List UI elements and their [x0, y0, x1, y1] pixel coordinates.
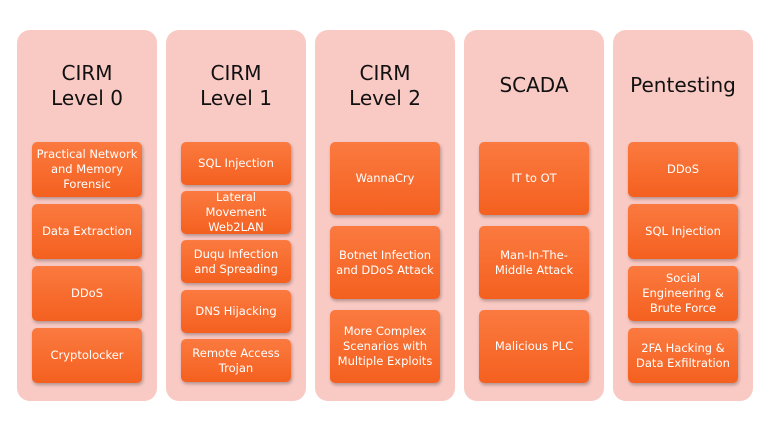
- card: IT to OT: [479, 142, 589, 215]
- card: Lateral Movement Web2LAN: [181, 190, 291, 234]
- card: DDoS: [32, 266, 142, 321]
- card: Malicious PLC: [479, 310, 589, 383]
- column-title: SCADA: [499, 73, 569, 97]
- card: 2FA Hacking & Data Exfiltration: [628, 328, 738, 383]
- column-cirm-level-0: CIRM Level 0 Practical Network and Memor…: [17, 30, 157, 401]
- card: Botnet Infection and DDoS Attack: [330, 226, 440, 299]
- column-cirm-level-2: CIRM Level 2 WannaCry Botnet Infection a…: [315, 30, 455, 401]
- card: Practical Network and Memory Forensic: [32, 142, 142, 197]
- card: SQL Injection: [628, 204, 738, 259]
- column-scada: SCADA IT to OT Man-In-The-Middle Attack …: [464, 30, 604, 401]
- card: Social Engineering & Brute Force: [628, 266, 738, 321]
- card: More Complex Scenarios with Multiple Exp…: [330, 310, 440, 383]
- column-title: CIRM Level 2: [349, 61, 421, 110]
- card: Cryptolocker: [32, 328, 142, 383]
- card: DNS Hijacking: [181, 290, 291, 333]
- column-pentesting: Pentesting DDoS SQL Injection Social Eng…: [613, 30, 753, 401]
- card: Data Extraction: [32, 204, 142, 259]
- column-title: CIRM Level 0: [51, 61, 123, 110]
- card: WannaCry: [330, 142, 440, 215]
- card: Man-In-The-Middle Attack: [479, 226, 589, 299]
- column-title: CIRM Level 1: [200, 61, 272, 110]
- card: Duqu Infection and Spreading: [181, 240, 291, 283]
- card: SQL Injection: [181, 142, 291, 185]
- column-title: Pentesting: [630, 73, 736, 97]
- card: DDoS: [628, 142, 738, 197]
- column-cirm-level-1: CIRM Level 1 SQL Injection Lateral Movem…: [166, 30, 306, 401]
- card: Remote Access Trojan: [181, 339, 291, 382]
